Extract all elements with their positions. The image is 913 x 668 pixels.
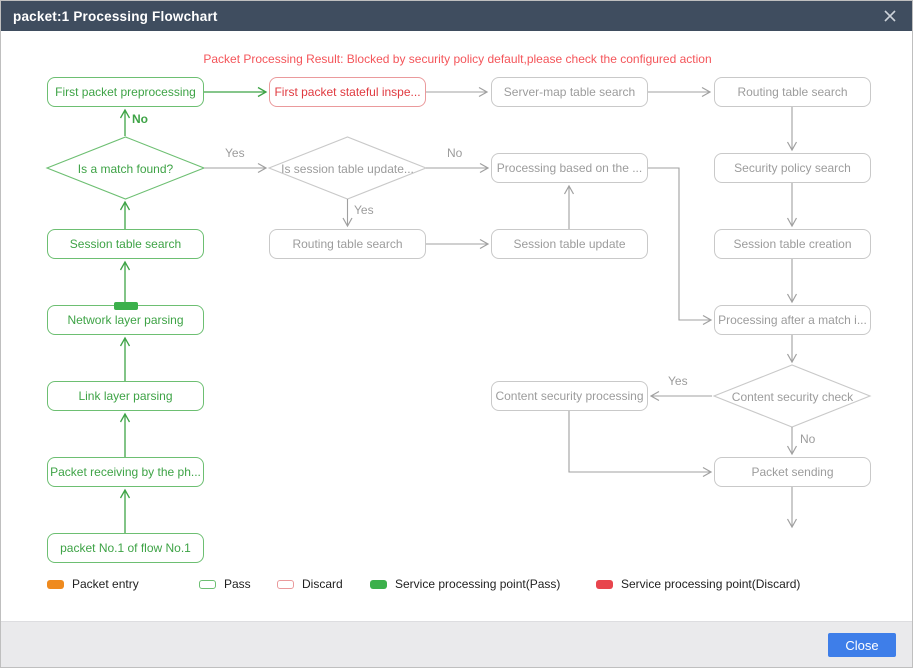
node-routing-table-search-top: Routing table search: [714, 77, 871, 107]
node-session-table-search: Session table search: [47, 229, 204, 259]
node-security-policy-search: Security policy search: [714, 153, 871, 183]
dialog-title: packet:1 Processing Flowchart: [13, 8, 218, 24]
legend-label: Service processing point(Pass): [395, 577, 561, 591]
service-processing-point-pass-marker: [114, 302, 138, 310]
node-processing-after-match: Processing after a match i...: [714, 305, 871, 335]
node-is-a-match-found: Is a match found?: [77, 162, 174, 176]
edge-label-no-pass: No: [132, 112, 148, 126]
node-network-layer-parsing: Network layer parsing: [47, 305, 204, 335]
legend-label: Discard: [302, 577, 343, 591]
legend-item-packet-entry: Packet entry: [47, 577, 139, 591]
node-content-security-check: Content security check: [731, 390, 854, 404]
node-first-packet-stateful-inspection: First packet stateful inspe...: [269, 77, 426, 107]
legend-label: Service processing point(Discard): [621, 577, 801, 591]
node-packet-no1-flow-no1: packet No.1 of flow No.1: [47, 533, 204, 563]
node-first-packet-preprocessing: First packet preprocessing: [47, 77, 204, 107]
node-packet-receiving: Packet receiving by the ph...: [47, 457, 204, 487]
green-connectors: [119, 86, 268, 533]
legend-label: Pass: [224, 577, 251, 591]
legend-item-pass: Pass: [199, 577, 251, 591]
packet-entry-swatch: [47, 579, 64, 589]
close-button[interactable]: Close: [828, 633, 896, 657]
node-session-table-creation: Session table creation: [714, 229, 871, 259]
edge-label-yes-session: Yes: [354, 203, 374, 217]
dialog-footer: Close: [1, 621, 912, 667]
legend-item-spp-discard: Service processing point(Discard): [596, 577, 800, 591]
node-is-session-table-update: Is session table update...: [281, 162, 414, 176]
node-routing-table-search-mid: Routing table search: [269, 229, 426, 259]
pass-swatch: [199, 579, 216, 589]
service-point-pass-swatch: [370, 579, 387, 589]
content-security-check-diamond-shape: [712, 364, 872, 428]
gray-connectors: [204, 86, 798, 529]
node-processing-based-on: Processing based on the ...: [491, 153, 648, 183]
edge-label-yes-content: Yes: [668, 374, 688, 388]
dialog-header: packet:1 Processing Flowchart: [1, 1, 912, 31]
close-icon[interactable]: [880, 6, 900, 26]
edge-label-yes-match: Yes: [225, 146, 245, 160]
edge-label-no-content: No: [800, 432, 816, 446]
result-message: Packet Processing Result: Blocked by sec…: [203, 52, 712, 66]
legend-label: Packet entry: [72, 577, 139, 591]
legend-item-discard: Discard: [277, 577, 343, 591]
node-server-map-table-search: Server-map table search: [491, 77, 648, 107]
service-point-discard-swatch: [596, 579, 613, 589]
edge-label-no-session: No: [447, 146, 463, 160]
node-packet-sending: Packet sending: [714, 457, 871, 487]
node-link-layer-parsing: Link layer parsing: [47, 381, 204, 411]
discard-swatch: [277, 579, 294, 589]
legend-item-spp-pass: Service processing point(Pass): [370, 577, 560, 591]
node-session-table-update: Session table update: [491, 229, 648, 259]
node-content-security-processing: Content security processing: [491, 381, 648, 411]
